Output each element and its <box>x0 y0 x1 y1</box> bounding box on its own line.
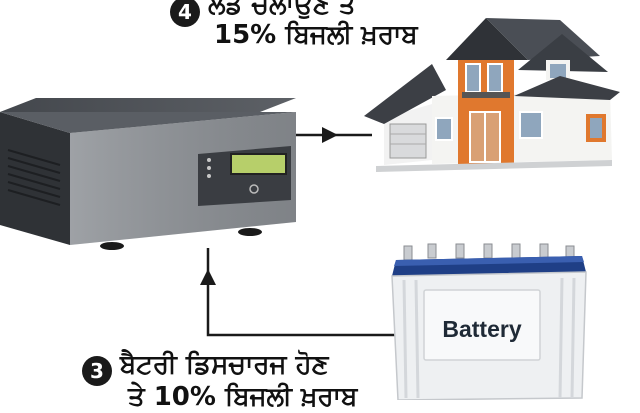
led-2 <box>207 166 211 170</box>
battery-icon <box>391 243 587 400</box>
arrow-up-icon <box>200 269 216 285</box>
house-icon <box>364 18 620 172</box>
step-3-caption-line-1: ਬੈਟਰੀ ਡਿਸਚਾਰਜ ਹੋਣ <box>120 350 329 380</box>
arrow-right-icon <box>322 127 338 143</box>
step-4-badge: 4 <box>170 0 200 27</box>
connector-inverter-to-house <box>296 127 372 143</box>
inverter-icon <box>0 98 296 250</box>
step-4-caption-line-1: ਲੋਡ ਚਲਾਉਣ ਤੇ <box>208 0 356 20</box>
power-button <box>249 184 259 194</box>
step-3-caption-line-2: ਤੇ 10% ਬਿਜਲੀ ਖ਼ਰਾਬ <box>128 382 358 412</box>
step-3-badge: 3 <box>82 356 112 386</box>
connector-battery-to-inverter <box>200 248 396 337</box>
step-4-caption-line-2: 15% ਬਿਜਲੀ ਖ਼ਰਾਬ <box>214 20 418 50</box>
battery-label: Battery <box>442 316 522 342</box>
led-1 <box>207 158 211 162</box>
inverter-battery-diagram <box>0 18 620 400</box>
lcd-display <box>230 153 287 175</box>
led-3 <box>207 174 211 178</box>
